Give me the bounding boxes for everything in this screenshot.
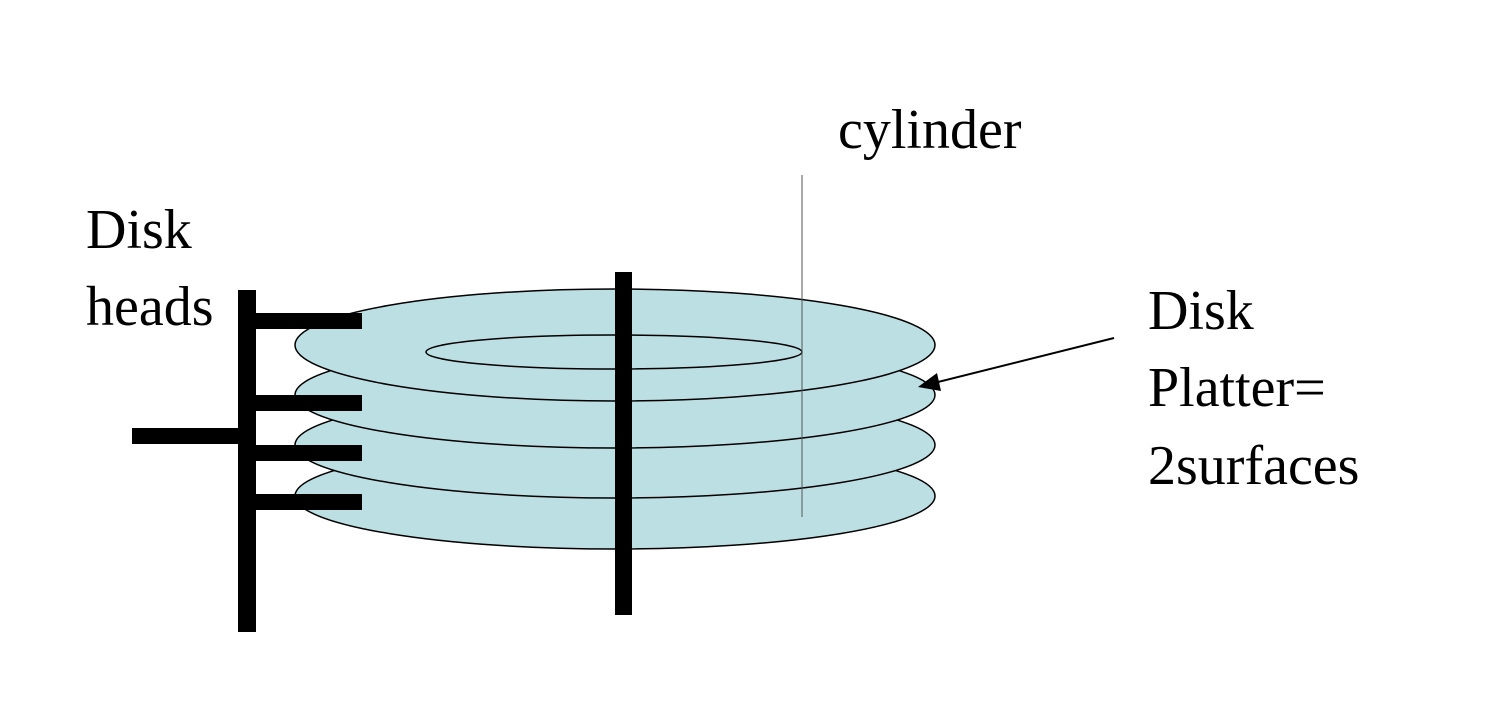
disk-platter-label-line-1: Disk	[1148, 280, 1254, 342]
head-actuator-arm	[238, 290, 256, 632]
arrowhead	[918, 373, 941, 391]
disk-platter-label-line-3: 2surfaces	[1148, 435, 1359, 497]
disk-head-2	[250, 395, 362, 411]
disk-head-4	[250, 494, 362, 510]
disk-head-1	[250, 313, 362, 329]
disk-heads-label-line-2: heads	[86, 276, 214, 338]
disk-platter-label-line-2: Platter=	[1148, 357, 1326, 419]
spindle	[615, 272, 632, 615]
platter-pointer-arrow	[918, 337, 1115, 391]
cylinder-label: cylinder	[838, 99, 1022, 161]
disk-head-3	[250, 445, 362, 461]
head-assembly	[132, 290, 362, 632]
disk-heads-label-line-1: Disk	[86, 199, 192, 261]
head-pivot-arm	[132, 428, 242, 444]
